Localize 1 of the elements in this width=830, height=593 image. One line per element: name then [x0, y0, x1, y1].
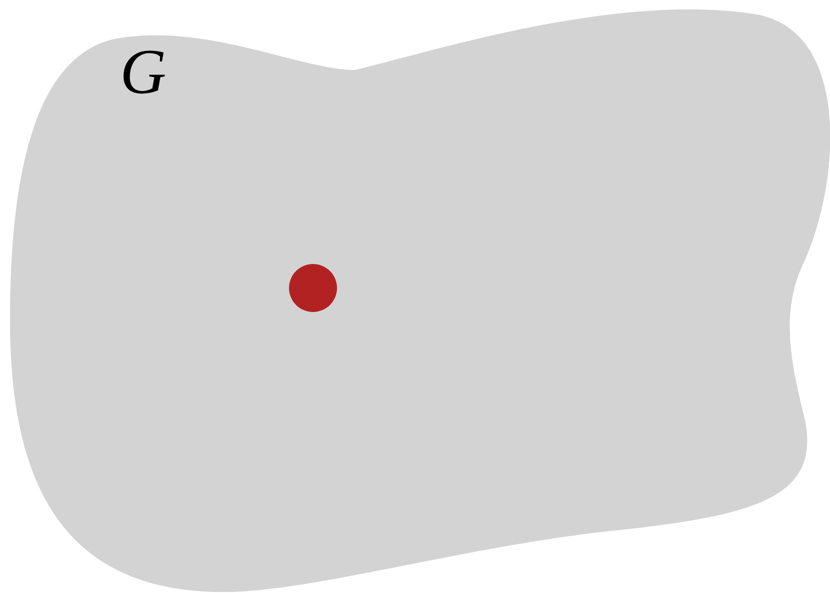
region-label: G	[120, 40, 166, 104]
